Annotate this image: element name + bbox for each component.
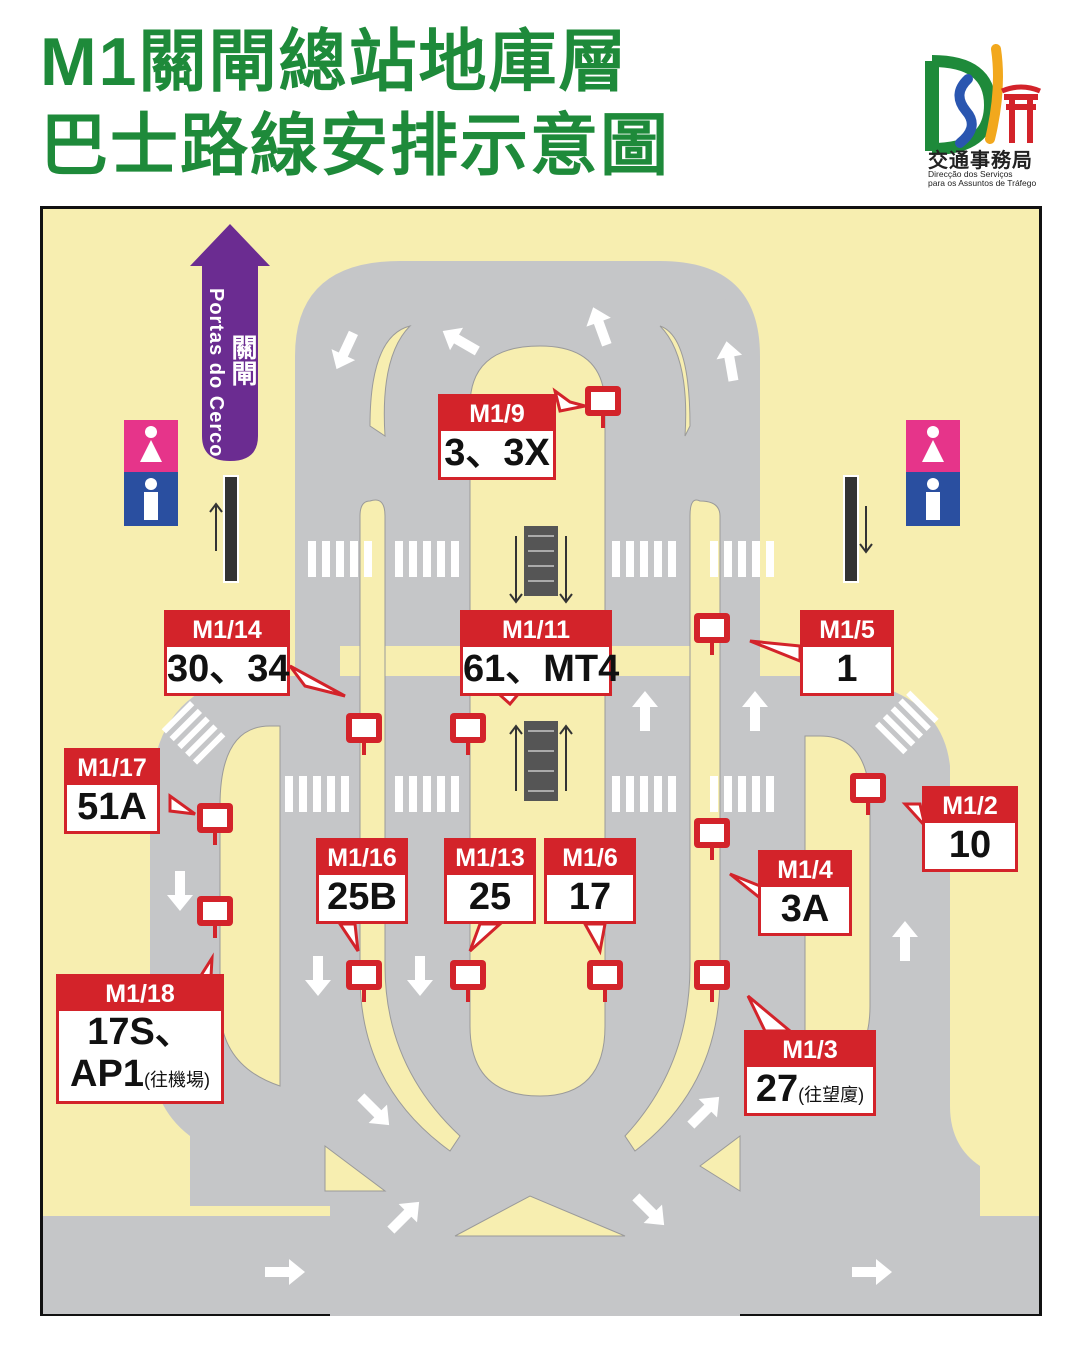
toilet-male-icon bbox=[124, 472, 960, 526]
direction-arrow-icon bbox=[190, 224, 270, 461]
logo-name-pt: Direcção dos Serviços para os Assuntos d… bbox=[928, 169, 1037, 189]
title-line-2: 巴士路線安排示意圖 bbox=[40, 108, 671, 184]
title-line-1: M1關閘總站地庫層 bbox=[40, 24, 629, 100]
logo-name-cn: 交通事務局 bbox=[928, 150, 1033, 172]
toilet-female-icon bbox=[124, 420, 960, 472]
escalator-icon bbox=[209, 475, 873, 801]
crosswalks bbox=[161, 541, 939, 812]
bus-stop-m1-3: M1/3 27(往望廈) bbox=[744, 1030, 876, 1116]
map-drawing bbox=[40, 206, 1042, 1316]
dsat-logo bbox=[925, 44, 1041, 155]
bus-stop-m1-18: M1/18 17S、 AP1(往機場) bbox=[56, 974, 224, 1104]
direction-label-cn: 關閘 bbox=[228, 334, 258, 386]
direction-label-pt: Portas do Cerco bbox=[205, 288, 227, 458]
